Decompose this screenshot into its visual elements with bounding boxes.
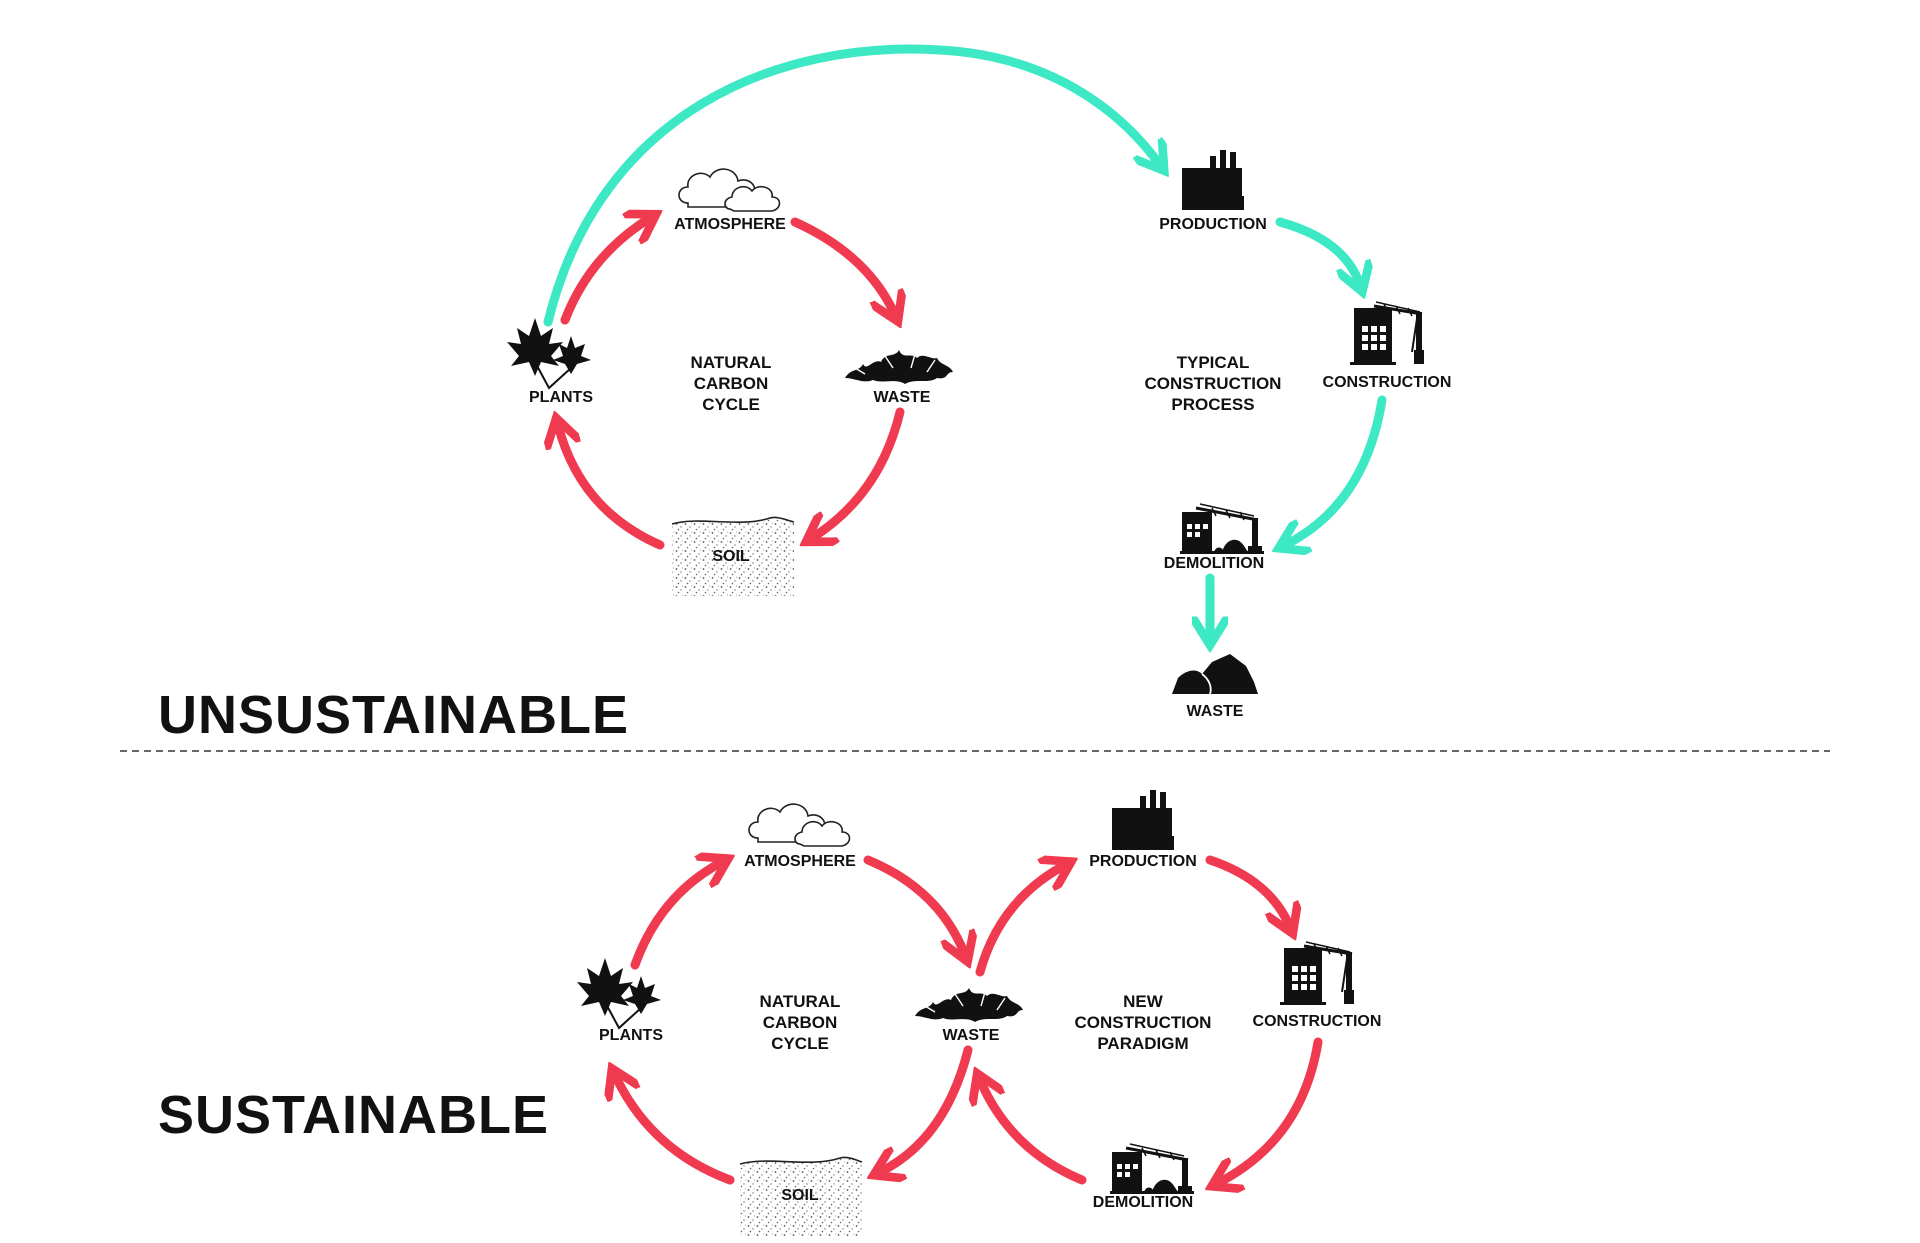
plants-icon: [576, 957, 662, 1029]
u-waste-end-label: WASTE: [1187, 703, 1244, 720]
u-soil-label: SOIL: [712, 548, 750, 565]
u-atmosphere-label: ATMOSPHERE: [674, 216, 786, 233]
factory-icon: [1112, 790, 1174, 850]
factory-icon: [1182, 150, 1244, 210]
s-demolition-label: DEMOLITION: [1093, 1194, 1193, 1211]
soil-icon: [671, 516, 795, 596]
s-construction-center: NEW CONSTRUCTION PARADIGM: [1075, 992, 1212, 1053]
u-production-label: PRODUCTION: [1159, 216, 1267, 233]
s-natural-center-line-1: NATURAL: [760, 992, 841, 1011]
sustainable-natural-cycle-arrows: [615, 860, 968, 1185]
s-waste-label: WASTE: [943, 1027, 1000, 1044]
u-construction-center-line-2: CONSTRUCTION: [1145, 374, 1282, 393]
u-construction-label: CONSTRUCTION: [1323, 374, 1452, 391]
plants-icon: [506, 317, 592, 389]
u-natural-cycle-center: NATURAL CARBON CYCLE: [691, 353, 772, 414]
cloud-icon: [678, 168, 781, 212]
construction-crane-icon: [1278, 940, 1356, 1007]
s-construction-center-line-2: CONSTRUCTION: [1075, 1013, 1212, 1032]
demolition-icon: [1108, 1142, 1196, 1196]
u-construction-center: TYPICAL CONSTRUCTION PROCESS: [1145, 353, 1282, 414]
u-waste-label: WASTE: [874, 389, 931, 406]
construction-crane-icon: [1348, 300, 1426, 367]
s-construction-center-line-1: NEW: [1123, 992, 1164, 1011]
u-construction-center-line-3: PROCESS: [1171, 395, 1254, 414]
u-plants-label: PLANTS: [529, 389, 593, 406]
s-natural-center-line-2: CARBON: [763, 1013, 838, 1032]
s-natural-cycle-center: NATURAL CARBON CYCLE: [760, 992, 841, 1053]
rubble-icon: [1171, 653, 1259, 695]
s-plants-label: PLANTS: [599, 1027, 663, 1044]
s-production-label: PRODUCTION: [1089, 853, 1197, 870]
cloud-icon: [748, 803, 851, 847]
waste-pile-icon: [844, 349, 954, 385]
s-soil-label: SOIL: [781, 1187, 819, 1204]
unsustainable-title: UNSUSTAINABLE: [158, 685, 629, 745]
waste-pile-icon: [914, 987, 1024, 1023]
sustainable-construction-cycle-arrows: [980, 860, 1323, 1183]
u-natural-center-line-2: CARBON: [694, 374, 769, 393]
u-construction-center-line-1: TYPICAL: [1177, 353, 1250, 372]
demolition-icon: [1178, 502, 1266, 556]
s-atmosphere-label: ATMOSPHERE: [744, 853, 856, 870]
s-natural-center-line-3: CYCLE: [771, 1034, 829, 1053]
u-natural-center-line-3: CYCLE: [702, 395, 760, 414]
soil-icon: [739, 1156, 863, 1236]
u-demolition-label: DEMOLITION: [1164, 555, 1264, 572]
s-construction-center-line-3: PARADIGM: [1097, 1034, 1188, 1053]
u-natural-center-line-1: NATURAL: [691, 353, 772, 372]
sustainable-title: SUSTAINABLE: [158, 1085, 549, 1145]
s-construction-label: CONSTRUCTION: [1253, 1013, 1382, 1030]
unsustainable-natural-cycle-arrows: [558, 218, 900, 550]
unsustainable-linear-process-arrows: [543, 44, 1387, 638]
